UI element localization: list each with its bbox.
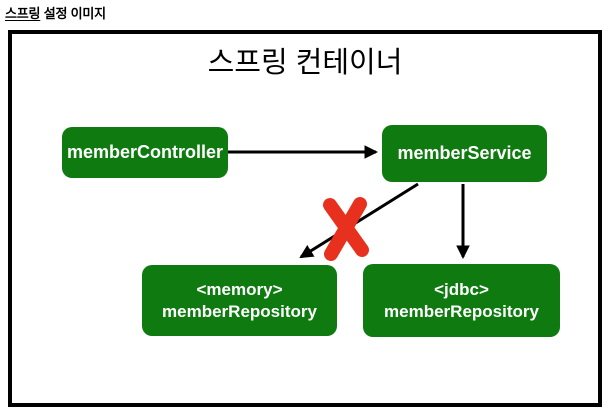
node-member-controller-label: memberController — [66, 142, 224, 162]
node-jdbc-member-repository: <jdbc> memberRepository — [363, 264, 560, 337]
node-jdbc-name-label: memberRepository — [384, 301, 539, 321]
page-title: 스프링 설정 이미지 — [5, 3, 106, 22]
node-member-service-label: memberService — [397, 143, 532, 163]
page-title-rest: 설정 이미지 — [40, 6, 106, 21]
node-member-service: memberService — [382, 125, 547, 182]
node-memory-name-label: memberRepository — [162, 301, 317, 321]
page-title-word-spring: 스프링 — [5, 6, 41, 21]
node-memory-type-label: <memory> — [196, 279, 283, 299]
container-title: 스프링 컨테이너 — [207, 47, 403, 79]
node-memory-member-repository: <memory> memberRepository — [142, 265, 337, 336]
spring-container-box — [8, 30, 602, 407]
node-member-controller: memberController — [62, 127, 228, 178]
node-jdbc-type-label: <jdbc> — [434, 279, 489, 299]
